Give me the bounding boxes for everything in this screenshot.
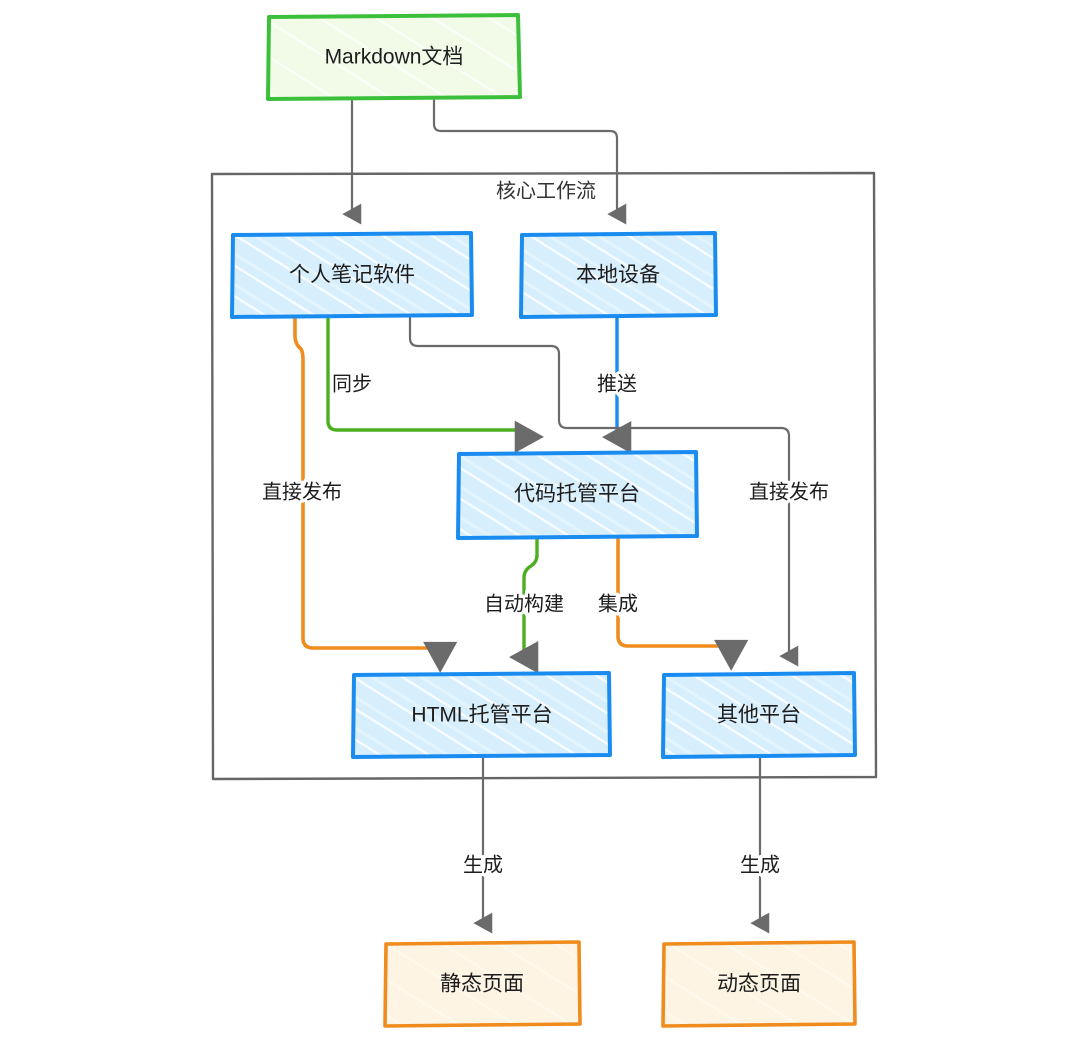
node-html-hosting-platform-rect xyxy=(351,671,612,759)
node-local-device-rect xyxy=(519,231,718,319)
node-dynamic-page-rect xyxy=(661,940,857,1028)
edge-label-integrate: 集成 xyxy=(598,592,638,615)
node-personal-note-software[interactable]: 个人笔记软件 xyxy=(230,231,474,319)
node-personal-note-software-label: 个人笔记软件 xyxy=(289,264,415,287)
node-local-device-label: 本地设备 xyxy=(576,264,660,287)
cluster-title: 核心工作流 xyxy=(496,179,596,202)
edge-note-to-htmlhost-publish xyxy=(293,316,456,675)
node-local-device[interactable]: 本地设备 xyxy=(519,231,718,319)
edge-repo-to-htmlhost-build xyxy=(509,537,539,674)
node-static-page-label: 静态页面 xyxy=(440,973,524,996)
node-html-hosting-platform-label: HTML托管平台 xyxy=(411,704,552,727)
node-dynamic-page[interactable]: 动态页面 xyxy=(661,940,857,1028)
node-personal-note-software-rect xyxy=(230,231,474,319)
edge-label-group: 核心工作流 同步 推送 直接发布 直接发布 自动构建 集成 生成 生成 xyxy=(259,177,832,880)
node-other-platform[interactable]: 其他平台 xyxy=(661,671,857,759)
edge-label-sync: 同步 xyxy=(332,372,372,395)
edge-note-to-other-publish xyxy=(408,316,799,667)
node-markdown-doc[interactable]: Markdown文档 xyxy=(266,13,522,101)
edge-label-direct-publish-left: 直接发布 xyxy=(262,480,342,503)
edge-label-generate-static: 生成 xyxy=(463,853,503,876)
node-other-platform-label: 其他平台 xyxy=(717,704,801,727)
node-code-hosting-platform-rect xyxy=(456,450,699,540)
node-dynamic-page-label: 动态页面 xyxy=(717,973,801,996)
node-static-page[interactable]: 静态页面 xyxy=(383,940,582,1028)
edge-label-auto-build: 自动构建 xyxy=(484,592,564,615)
node-markdown-doc-label: Markdown文档 xyxy=(325,46,464,69)
node-static-page-rect xyxy=(383,940,582,1028)
edge-note-to-repo-sync xyxy=(326,316,544,453)
node-code-hosting-platform[interactable]: 代码托管平台 xyxy=(456,450,699,540)
node-other-platform-rect xyxy=(661,671,857,759)
node-html-hosting-platform[interactable]: HTML托管平台 xyxy=(351,671,612,759)
edge-label-direct-publish-right: 直接发布 xyxy=(749,480,829,503)
edge-repo-to-other-integrate xyxy=(616,537,747,673)
node-code-hosting-platform-label: 代码托管平台 xyxy=(514,483,640,506)
edge-md-to-local xyxy=(432,98,627,225)
edge-label-push: 推送 xyxy=(597,372,637,395)
node-markdown-doc-rect xyxy=(266,13,522,101)
edge-label-generate-dynamic: 生成 xyxy=(740,853,780,876)
